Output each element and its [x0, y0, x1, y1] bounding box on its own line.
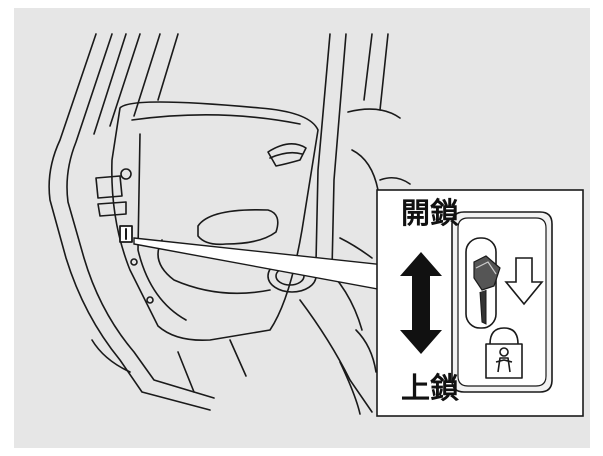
child-lock-icon — [485, 327, 523, 379]
switch-knob — [473, 255, 501, 291]
lock-label: 上鎖 — [401, 371, 460, 405]
door-handle — [267, 143, 307, 167]
door-frame-pillar-left — [48, 33, 211, 411]
double-headed-arrow-icon — [400, 252, 442, 354]
door-inner-panel — [111, 101, 319, 342]
window-frame-right — [315, 33, 331, 263]
door-latch — [95, 175, 123, 199]
unlock-label: 開鎖 — [401, 196, 460, 230]
lock-direction-arrow-icon — [504, 257, 544, 306]
armrest — [197, 209, 279, 246]
